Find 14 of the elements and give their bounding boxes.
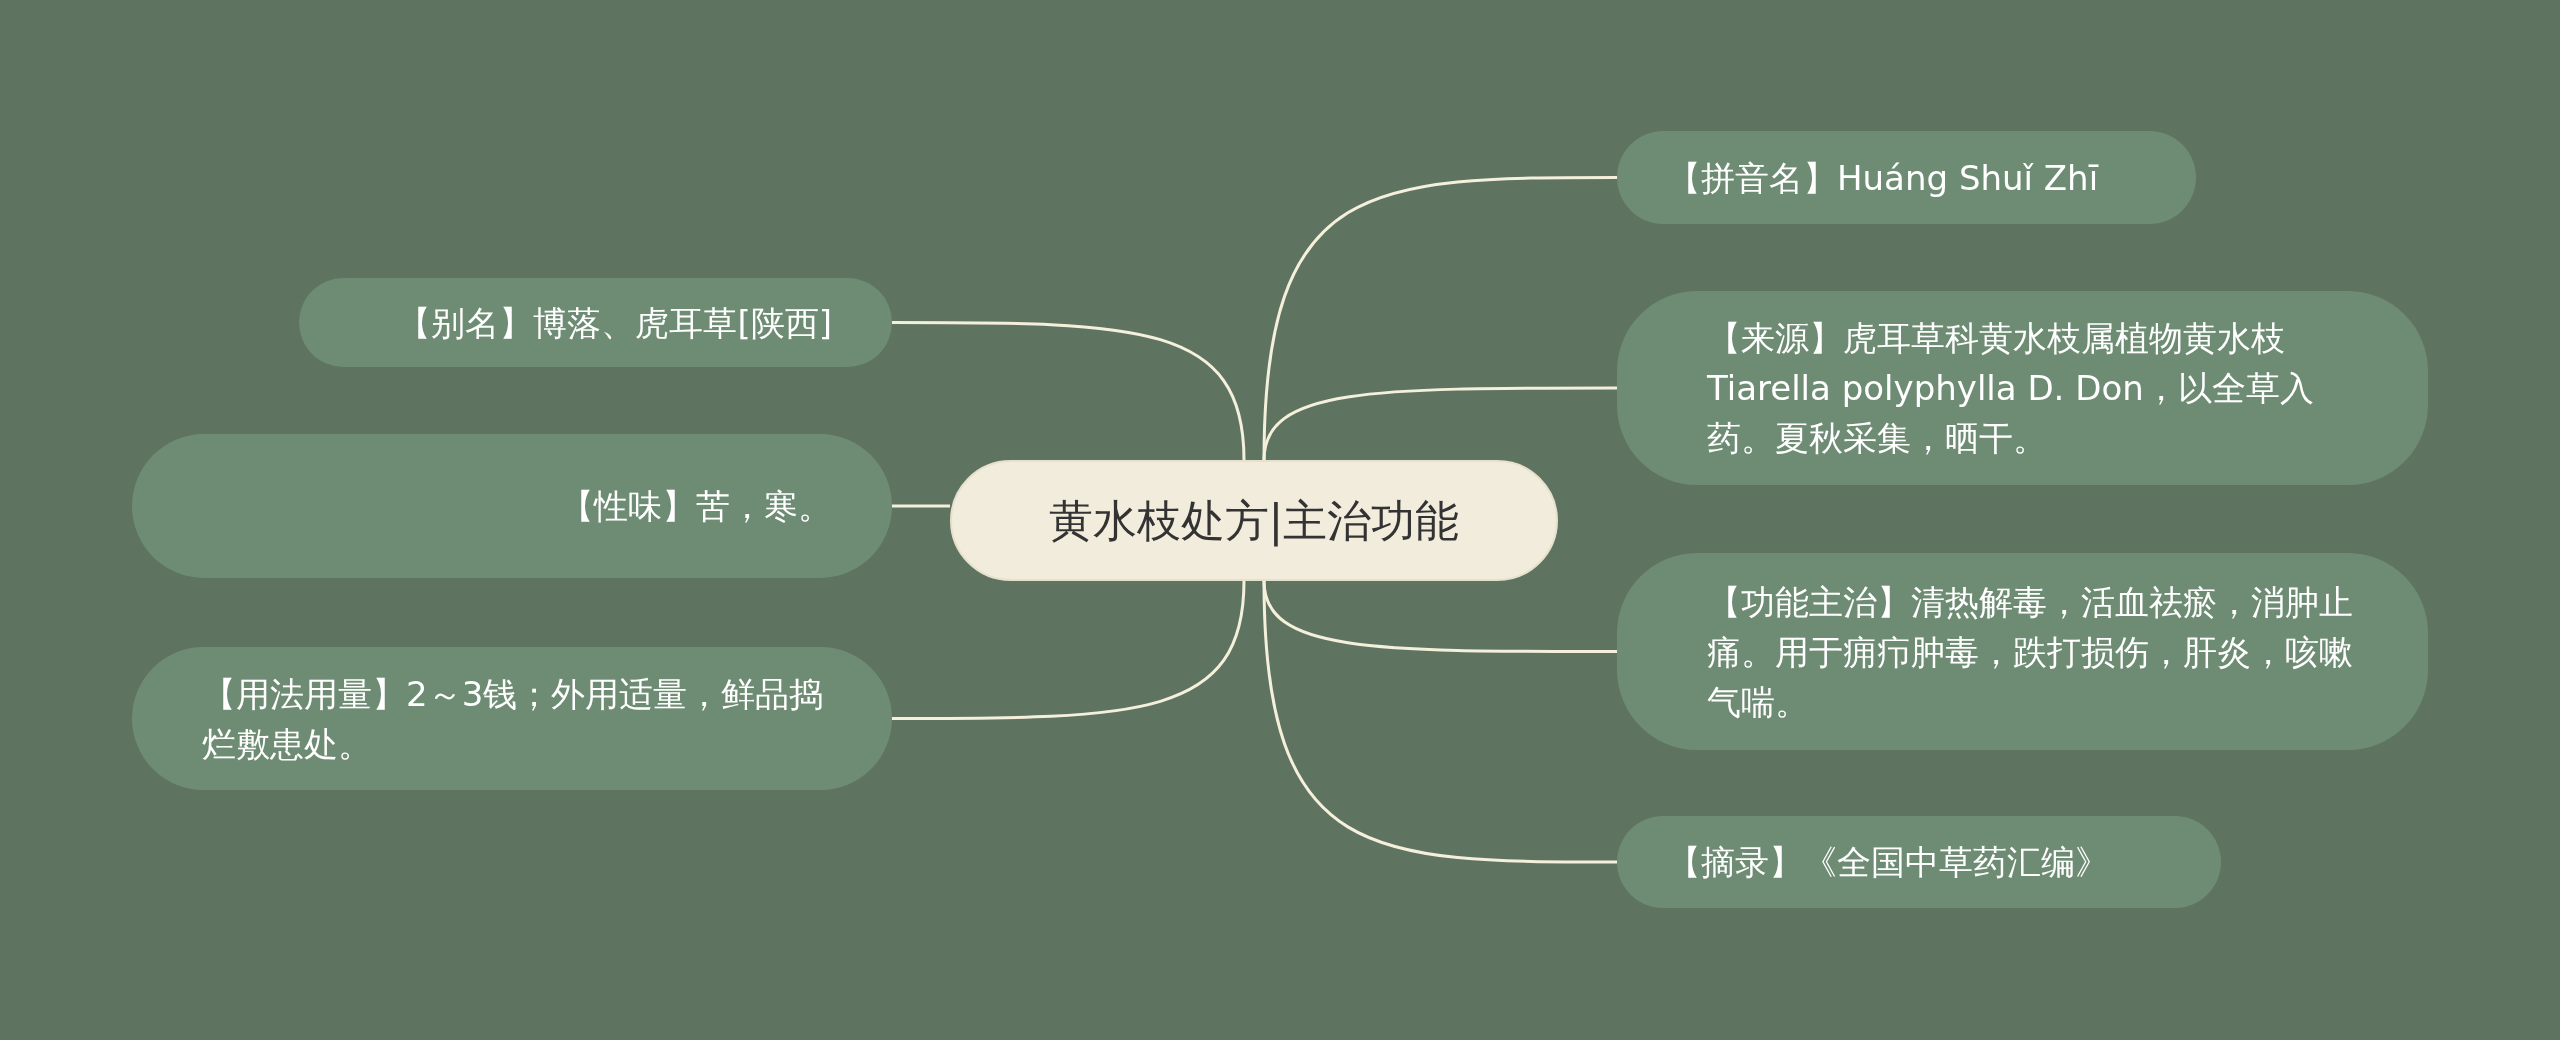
topic-box: 【别名】博落、虎耳草[陕西] [299, 278, 892, 367]
connector-line [892, 504, 950, 508]
topic-box: 【用法用量】2～3钱；外用适量，鲜品捣烂敷患处。 [132, 647, 892, 790]
connector-line [892, 321, 1246, 461]
topic-box: 【拼音名】Huáng Shuǐ Zhī [1617, 131, 2196, 224]
topic-box: 【功能主治】清热解毒，活血祛瘀，消肿止痛。用于痈疖肿毒，跌打损伤，肝炎，咳嗽气喘。 [1617, 553, 2428, 750]
connector-line [1262, 176, 1617, 461]
connector-line [1262, 580, 1617, 864]
topic-box: 【性味】苦，寒。 [132, 434, 892, 578]
topic-box: 【来源】虎耳草科黄水枝属植物黄水枝Tiarella polyphylla D. Don，以全草入药。夏秋采集，晒干。 [1617, 291, 2428, 485]
topic-box: 【摘录】《全国中草药汇编》 [1617, 816, 2221, 908]
connector-line [1262, 386, 1617, 461]
central-topic-box: 黄水枝处方|主治功能 [950, 460, 1558, 581]
connector-line [892, 580, 1246, 720]
